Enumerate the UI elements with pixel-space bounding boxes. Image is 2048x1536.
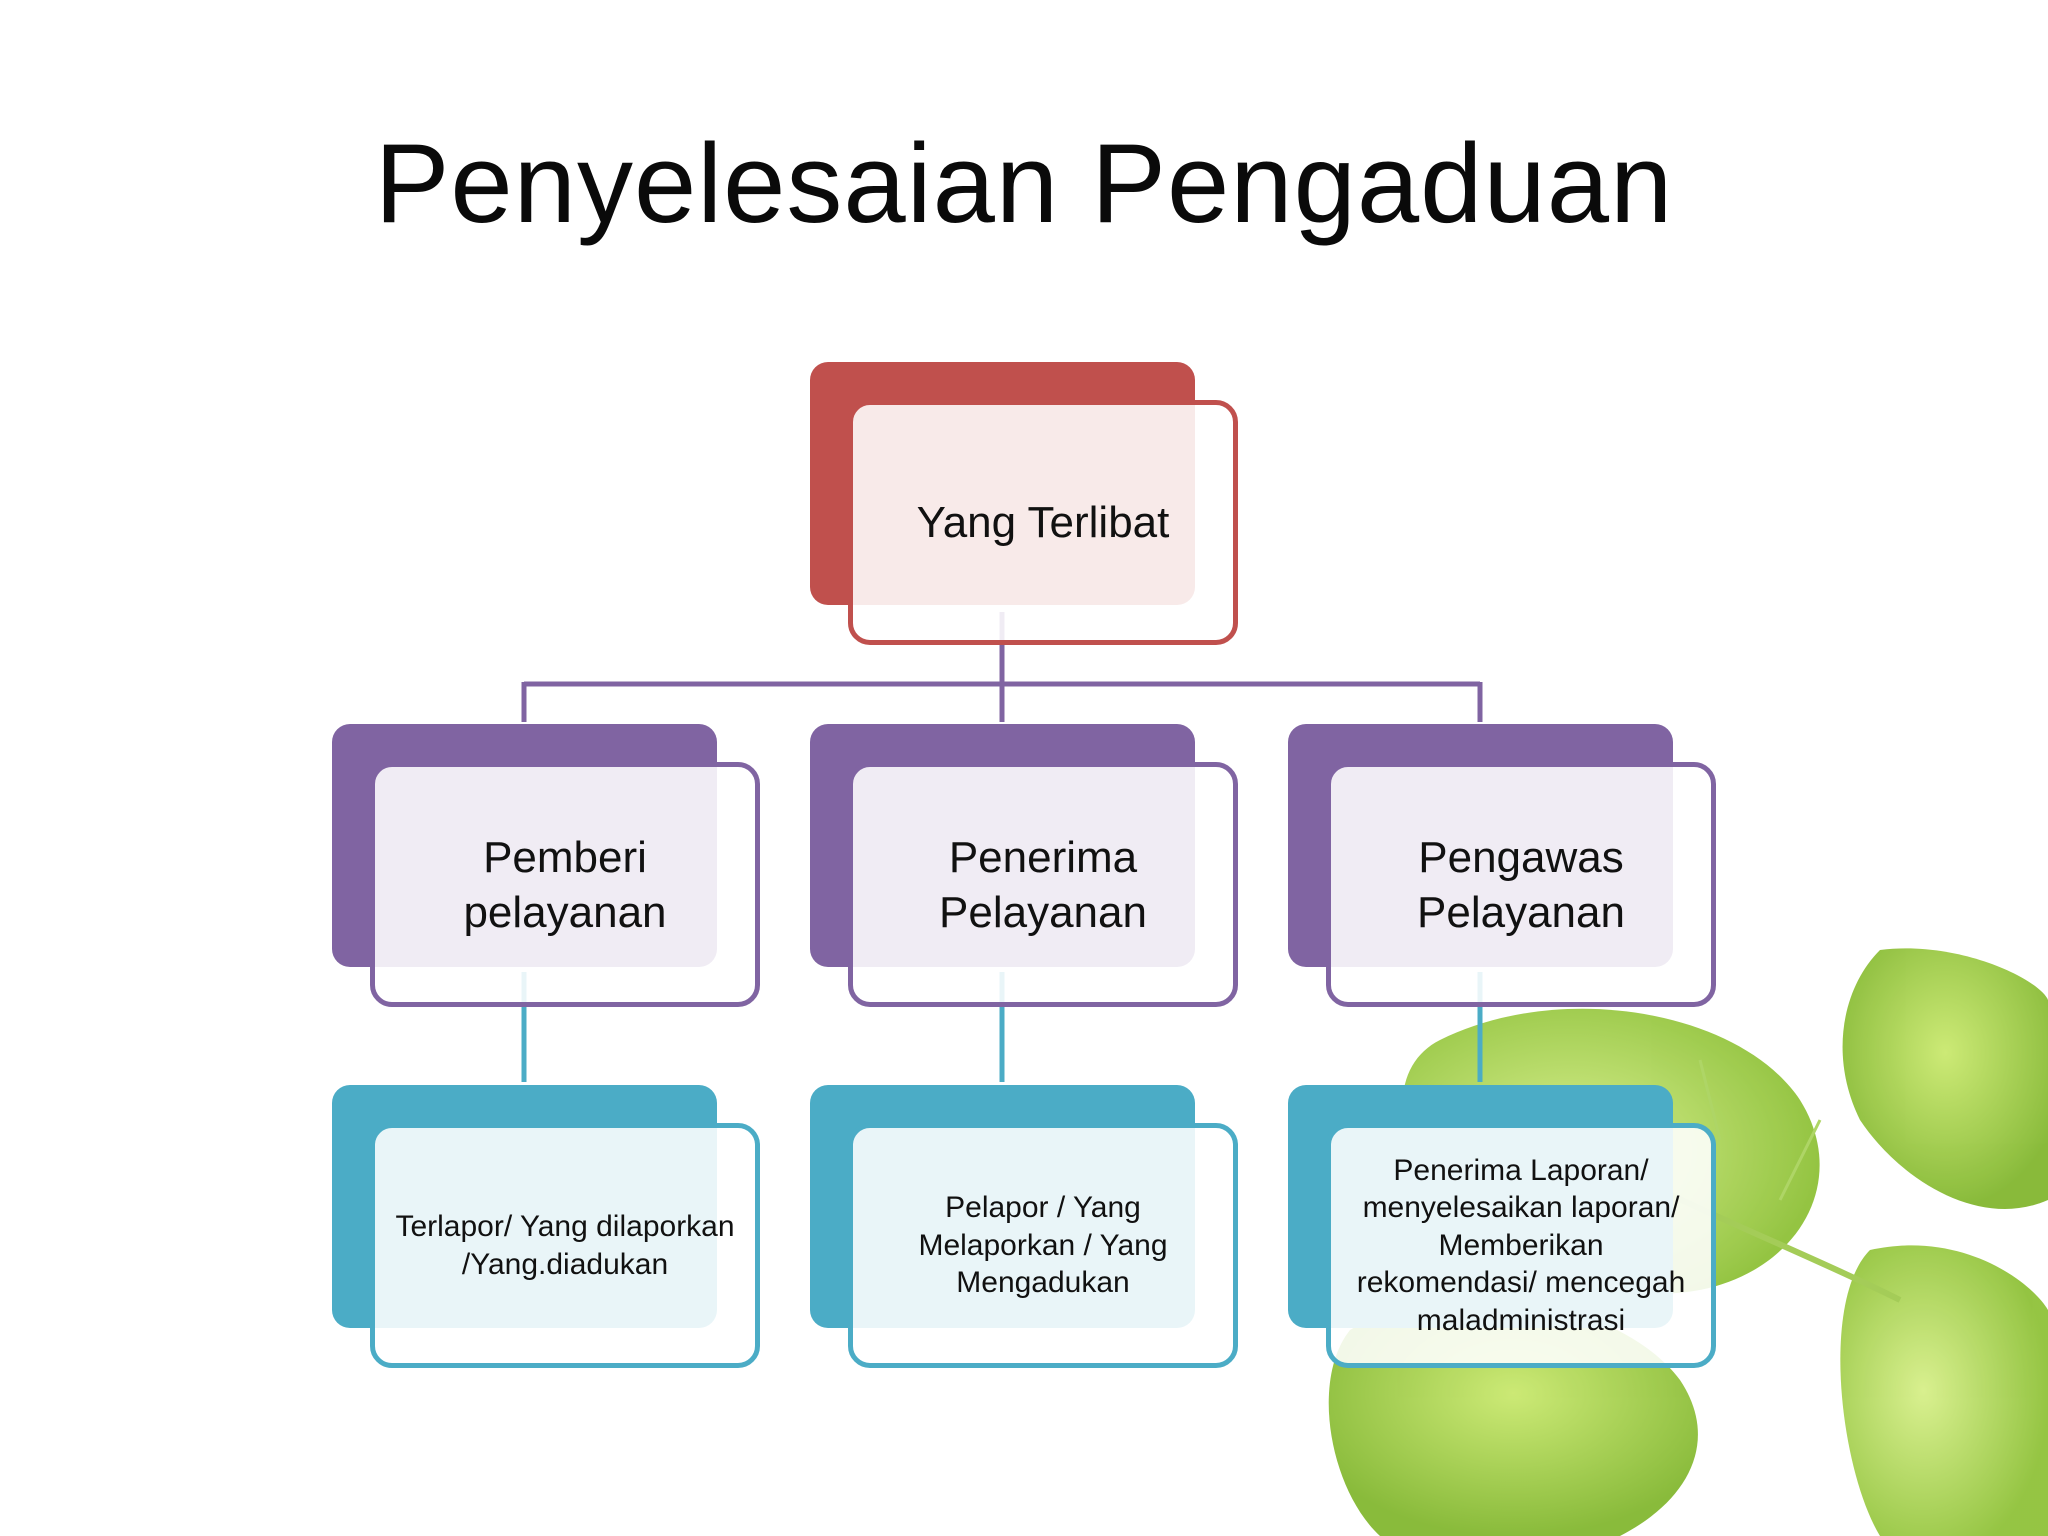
node-front-shape: Terlapor/ Yang dilaporkan /Yang.diadukan — [370, 1123, 760, 1368]
node-pengawas-pelayanan: Pengawas Pelayanan — [1288, 724, 1728, 1014]
node-pemberi-pelayanan: Pemberi pelayanan — [332, 724, 772, 1014]
node-front-shape: Pelapor / Yang Melaporkan / Yang Mengadu… — [848, 1123, 1238, 1368]
node-front-shape: Yang Terlibat — [848, 400, 1238, 645]
node-label: Yang Terlibat — [916, 498, 1170, 547]
node-penerima-pelayanan: Penerima Pelayanan — [810, 724, 1250, 1014]
node-front-shape: Penerima Pelayanan — [848, 762, 1238, 1007]
node-front-shape: Pemberi pelayanan — [370, 762, 760, 1007]
node-label: Pelapor / Yang Melaporkan / Yang Mengadu… — [918, 1191, 1168, 1300]
node-pelapor: Pelapor / Yang Melaporkan / Yang Mengadu… — [810, 1085, 1250, 1375]
node-label: Terlapor/ Yang dilaporkan /Yang.diadukan — [395, 1210, 735, 1281]
node-label: Pengawas Pelayanan — [1417, 832, 1625, 937]
node-front-shape: Pengawas Pelayanan — [1326, 762, 1716, 1007]
node-yang-terlibat: Yang Terlibat — [810, 362, 1250, 652]
node-penerima-laporan: Penerima Laporan/ menyelesaikan laporan/… — [1288, 1085, 1728, 1375]
node-label: Penerima Laporan/ menyelesaikan laporan/… — [1356, 1153, 1686, 1337]
slide-title: Penyelesaian Pengaduan — [374, 121, 1674, 246]
node-front-shape: Penerima Laporan/ menyelesaikan laporan/… — [1326, 1123, 1716, 1368]
node-label: Pemberi pelayanan — [463, 832, 667, 937]
node-terlapor: Terlapor/ Yang dilaporkan /Yang.diadukan — [332, 1085, 772, 1375]
node-label: Penerima Pelayanan — [939, 832, 1147, 937]
